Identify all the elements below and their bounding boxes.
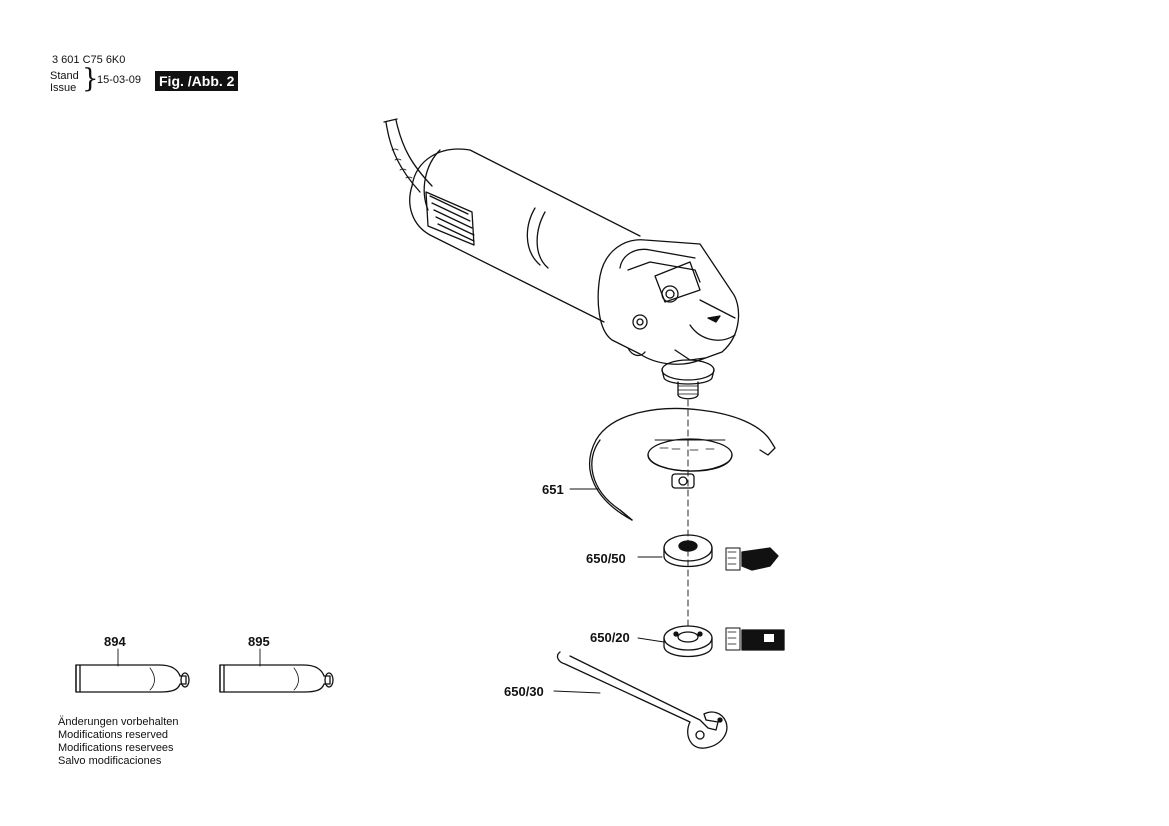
part-label-651: 651 xyxy=(542,482,564,497)
wheel-guard xyxy=(588,407,776,521)
grease-tube-895 xyxy=(219,664,334,693)
figure-label: Fig. /Abb. 2 xyxy=(155,71,239,91)
stand-issue-labels: Stand Issue xyxy=(50,70,79,94)
note-de: Änderungen vorbehalten xyxy=(58,716,179,728)
part-label-650-50: 650/50 xyxy=(586,551,626,566)
stand-label: Stand xyxy=(50,70,79,82)
brace-glyph: } xyxy=(82,64,99,94)
issue-date: 15-03-09 xyxy=(97,74,142,86)
power-cord xyxy=(383,118,433,193)
part-label-895: 895 xyxy=(248,634,270,649)
part-label-650-20: 650/20 xyxy=(590,630,630,645)
grease-tube-894 xyxy=(75,664,190,693)
part-number: 3 601 C75 6K0 xyxy=(52,54,126,66)
flange-650-50 xyxy=(663,534,779,571)
modification-notes: Änderungen vorbehalten Modifications res… xyxy=(58,716,178,768)
motor-housing xyxy=(409,148,641,323)
clamping-nut-650-20 xyxy=(663,625,785,658)
part-label-894: 894 xyxy=(104,634,126,649)
nut-mount-icon xyxy=(725,627,785,651)
issue-label: Issue xyxy=(50,82,77,94)
note-en: Modifications reserved xyxy=(58,729,169,741)
note-fr: Modifications reservees xyxy=(58,742,174,754)
part-label-650-30: 650/30 xyxy=(504,684,544,699)
pin-spanner xyxy=(556,651,728,749)
leader-lines xyxy=(117,488,665,694)
spindle xyxy=(661,359,715,400)
gear-head xyxy=(597,239,740,365)
flange-mount-icon xyxy=(725,547,779,571)
note-es: Salvo modificaciones xyxy=(58,755,162,767)
